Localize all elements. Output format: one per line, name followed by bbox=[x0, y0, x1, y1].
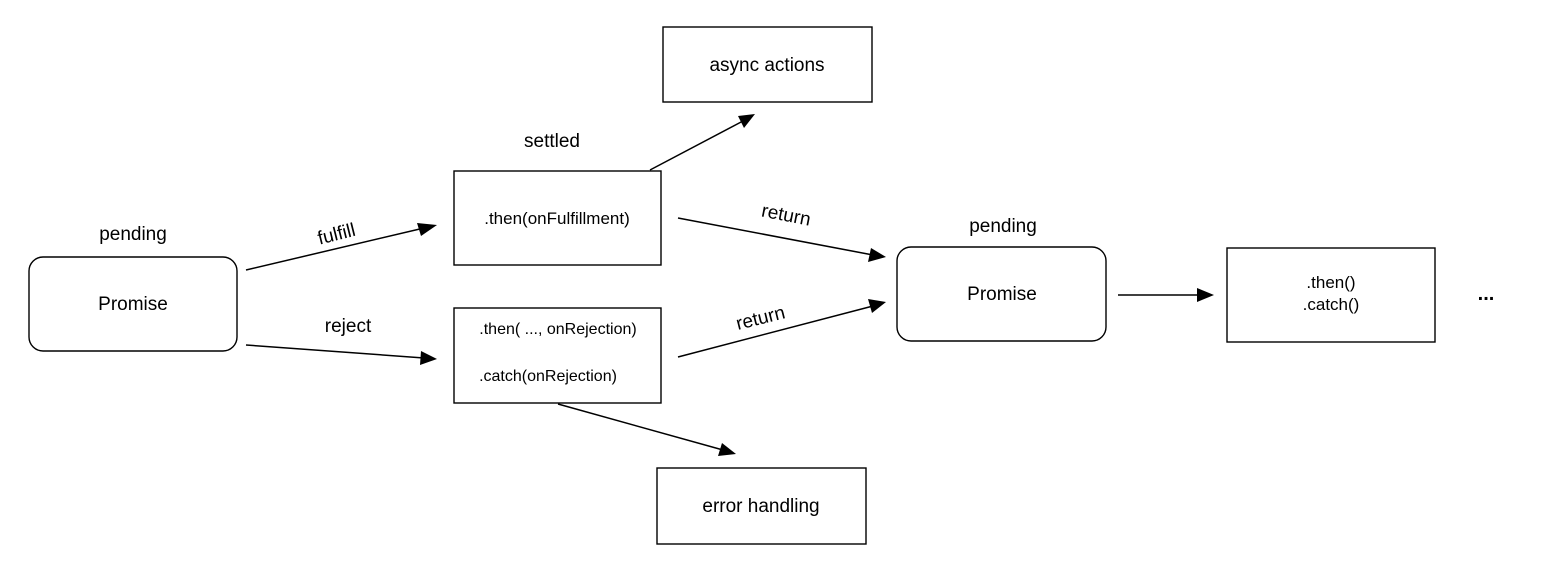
state-label-pending-initial: pending bbox=[99, 224, 167, 245]
edge-return-fulfillment bbox=[677, 217, 874, 256]
node-error-handling-text: error handling bbox=[702, 496, 819, 517]
edge-return-rejection-arrowhead bbox=[868, 299, 886, 313]
edge-fulfill-arrowhead bbox=[417, 223, 437, 236]
node-chain-methods bbox=[1226, 247, 1436, 343]
edge-rejection-to-error-arrowhead bbox=[718, 443, 736, 456]
node-async-actions bbox=[662, 26, 873, 103]
edge-return-fulfillment-arrowhead bbox=[868, 248, 886, 262]
edge-fulfill bbox=[245, 227, 425, 271]
node-then-fulfillment bbox=[453, 170, 662, 266]
node-then-fulfillment-text: .then(onFulfillment) bbox=[484, 209, 630, 228]
state-label-settled: settled bbox=[524, 131, 580, 152]
edge-return-rejection bbox=[677, 305, 874, 358]
node-chain-methods-line1: .then() bbox=[1306, 273, 1355, 292]
node-promise-initial bbox=[28, 256, 238, 352]
edge-rejection-to-error bbox=[557, 403, 724, 451]
edge-settled-to-async-arrowhead bbox=[738, 114, 755, 128]
edge-label-return-fulfillment: return bbox=[760, 201, 813, 231]
state-label-pending-next: pending bbox=[969, 216, 1037, 237]
node-promise-initial-text: Promise bbox=[98, 294, 168, 315]
edge-label-reject: reject bbox=[325, 316, 372, 337]
node-then-rejection bbox=[453, 307, 662, 404]
node-then-rejection-line1: .then( ..., onRejection) bbox=[479, 321, 636, 338]
edge-promise-to-chain-arrowhead bbox=[1197, 288, 1214, 302]
edge-reject bbox=[245, 344, 425, 359]
node-promise-next-text: Promise bbox=[967, 284, 1037, 305]
edge-reject-arrowhead bbox=[420, 351, 437, 365]
node-promise-next bbox=[896, 246, 1107, 342]
node-error-handling bbox=[656, 467, 867, 545]
edge-settled-to-async bbox=[649, 120, 744, 171]
node-then-rejection-line2: .catch(onRejection) bbox=[479, 368, 617, 385]
continuation-ellipsis: ... bbox=[1478, 283, 1495, 305]
node-chain-methods-line2: .catch() bbox=[1303, 295, 1360, 314]
node-async-actions-text: async actions bbox=[709, 55, 824, 76]
